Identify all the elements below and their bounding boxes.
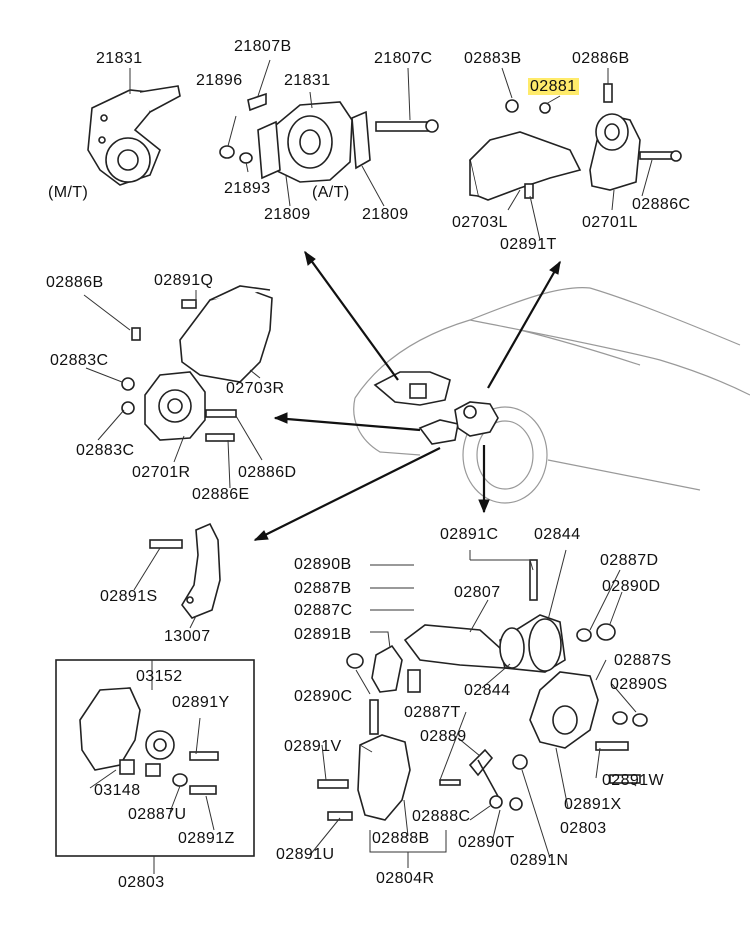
label-21831-at: 21831 (284, 72, 331, 89)
label-02891q: 02891Q (154, 272, 214, 289)
label-02883c-upper: 02883C (50, 352, 109, 369)
leader-lines (83, 59, 653, 874)
right-mount-bracket (121, 285, 273, 442)
label-21807c: 21807C (374, 50, 433, 67)
label-02891w: 02891W (602, 772, 664, 789)
mt-mount-bracket (87, 85, 181, 186)
label-02886b-mid: 02886B (46, 274, 104, 291)
label-03152: 03152 (136, 668, 183, 685)
bottom-left-assembly (55, 659, 255, 857)
callout-arrows (253, 250, 561, 541)
label-02891n: 02891N (510, 852, 569, 869)
label-02891v: 02891V (284, 738, 342, 755)
label-02891y: 02891Y (172, 694, 230, 711)
highlight-02881: 02881 (528, 78, 579, 95)
label-02887d: 02887D (600, 552, 659, 569)
label-03148: 03148 (94, 782, 141, 799)
label-02803-box: 02803 (118, 874, 165, 891)
label-02891z: 02891Z (178, 830, 235, 847)
label-21809-left: 21809 (264, 206, 311, 223)
label-02890t: 02890T (458, 834, 515, 851)
label-02891u: 02891U (276, 846, 335, 863)
engine-bay-parts (373, 371, 499, 445)
bottom-middle-assembly (317, 699, 523, 821)
label-02891t: 02891T (500, 236, 557, 253)
label-02804r: 02804R (376, 870, 435, 887)
label-02887u: 02887U (128, 806, 187, 823)
label-13007: 13007 (164, 628, 211, 645)
label-02887b: 02887B (294, 580, 352, 597)
bracket-13007 (149, 522, 221, 619)
label-02890d: 02890D (602, 578, 661, 595)
label-at: (A/T) (312, 184, 350, 201)
label-02701l: 02701L (582, 214, 638, 231)
label-02883b: 02883B (464, 50, 522, 67)
label-02891x: 02891X (564, 796, 622, 813)
label-02887t: 02887T (404, 704, 461, 721)
label-02891s: 02891S (100, 588, 158, 605)
label-02888c: 02888C (412, 808, 471, 825)
label-02844-bottom: 02844 (464, 682, 511, 699)
label-02890c: 02890C (294, 688, 353, 705)
label-02886c: 02886C (632, 196, 691, 213)
label-02844-top: 02844 (534, 526, 581, 543)
label-02887c: 02887C (294, 602, 353, 619)
label-02883c-lower: 02883C (76, 442, 135, 459)
label-21807b: 21807B (234, 38, 292, 55)
label-02703l: 02703L (452, 214, 508, 231)
label-02891c: 02891C (440, 526, 499, 543)
label-21896: 21896 (196, 72, 243, 89)
label-21809-right: 21809 (362, 206, 409, 223)
label-02886d: 02886D (238, 464, 297, 481)
label-02807: 02807 (454, 584, 501, 601)
label-02886e: 02886E (192, 486, 250, 503)
bottom-right-assembly (346, 559, 648, 784)
label-02703r: 02703R (226, 380, 285, 397)
label-02890s: 02890S (610, 676, 668, 693)
label-02886b-top: 02886B (572, 50, 630, 67)
label-02891b: 02891B (294, 626, 352, 643)
label-02887s: 02887S (614, 652, 672, 669)
label-21831: 21831 (96, 50, 143, 67)
label-21893: 21893 (224, 180, 271, 197)
label-02889: 02889 (420, 728, 467, 745)
at-mount-assembly (219, 92, 439, 183)
label-02888b: 02888B (372, 830, 430, 847)
car-body-outline (353, 287, 750, 504)
label-02890b: 02890B (294, 556, 352, 573)
label-mt: (M/T) (48, 184, 89, 201)
label-02881-highlighted: 02881 (528, 78, 579, 96)
left-mount-bracket (469, 83, 682, 201)
label-02803-right: 02803 (560, 820, 607, 837)
label-02701r: 02701R (132, 464, 191, 481)
